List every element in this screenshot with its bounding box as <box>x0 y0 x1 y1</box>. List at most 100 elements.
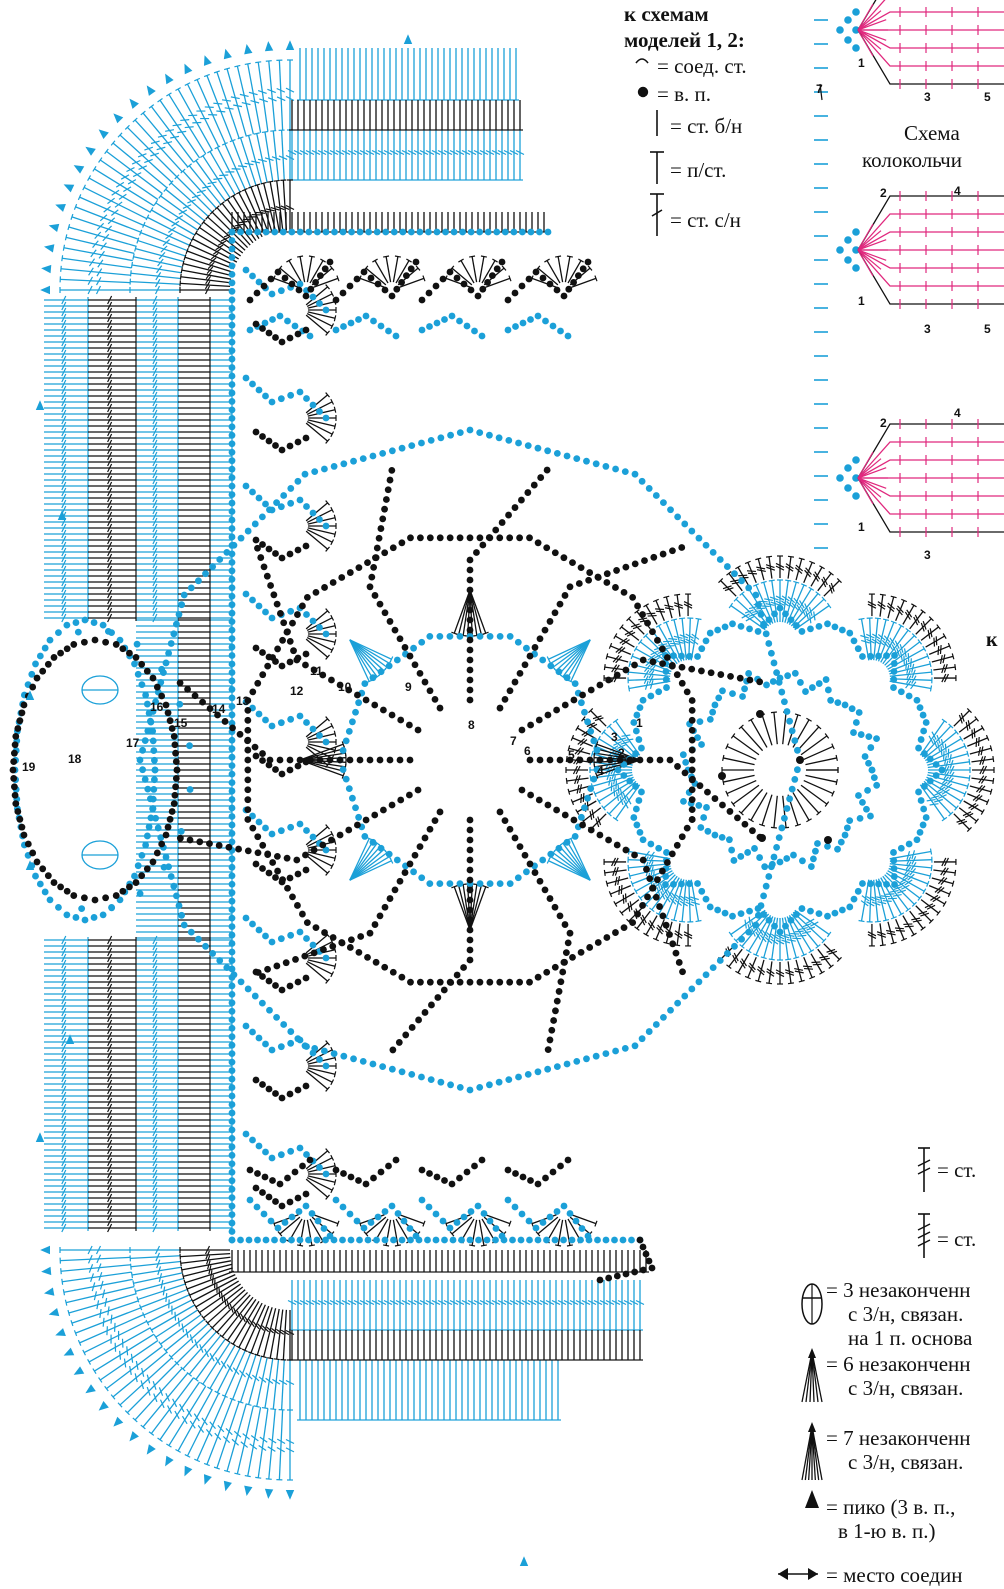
stitch-top <box>254 1406 260 1407</box>
chain-dot <box>229 872 236 879</box>
chain-dot <box>340 1204 347 1211</box>
stitch-top <box>761 957 767 959</box>
chain-dot <box>229 779 236 786</box>
stitch-top <box>68 224 70 230</box>
stitch <box>273 131 278 181</box>
chain-dot <box>269 615 276 622</box>
stitch-bar <box>972 730 973 739</box>
stitch-top <box>931 865 932 871</box>
stitch-bar <box>153 1381 156 1389</box>
stitch-top <box>942 719 947 722</box>
stitch-bar <box>215 1433 221 1440</box>
chain-dot <box>229 1110 236 1117</box>
chain-dot <box>229 711 236 718</box>
chain-dot <box>451 229 458 236</box>
stitch-bar <box>225 108 234 109</box>
chain-dot <box>461 1214 468 1221</box>
stitch-top <box>383 1245 389 1246</box>
stitch-top <box>63 1289 64 1295</box>
stitch-top <box>799 558 805 560</box>
chain-dot <box>533 1225 540 1232</box>
chain-dot <box>229 500 236 507</box>
chain-dot <box>477 880 484 887</box>
stitch-top <box>766 983 772 984</box>
stitch-bar <box>911 658 912 667</box>
chain-dot <box>468 1208 475 1215</box>
chain-dot <box>243 591 250 598</box>
stitch-bar <box>936 636 937 645</box>
chain-dot <box>399 229 406 236</box>
stitch-top <box>224 68 230 70</box>
chain-dot <box>229 864 236 871</box>
chain-dot <box>382 1237 389 1244</box>
stitch-bar <box>930 628 932 637</box>
stitch-top <box>309 1245 315 1246</box>
stitch <box>100 160 158 200</box>
stitch-top <box>225 1339 230 1342</box>
chain-dot <box>385 328 392 335</box>
chain-dot <box>249 381 256 388</box>
chain-dot <box>229 415 236 422</box>
chain-dot <box>391 229 398 236</box>
chain-dot <box>434 320 441 327</box>
chain-dot <box>229 1084 236 1091</box>
chain-dot <box>307 333 314 340</box>
stitch-top <box>334 315 335 321</box>
chain-dot <box>484 1237 491 1244</box>
chain-dot <box>268 1218 275 1225</box>
stitch <box>605 870 627 873</box>
stitch <box>553 853 590 880</box>
stitch-top <box>62 255 63 261</box>
chain-dot <box>310 726 317 733</box>
stitch-bar <box>811 962 820 963</box>
chain-dot <box>229 745 236 752</box>
chain-dot <box>297 929 304 936</box>
chain-dot <box>269 291 276 298</box>
stitch-top <box>931 669 932 675</box>
stitch <box>273 1359 278 1409</box>
chain-dot <box>262 1041 269 1048</box>
stitch-bar <box>630 901 632 910</box>
chain-dot <box>361 833 368 840</box>
chain-dot <box>229 381 236 388</box>
stitch-top <box>334 639 335 645</box>
stitch-bar <box>100 1309 101 1318</box>
stitch <box>169 94 206 154</box>
stitch-top <box>198 225 201 230</box>
chain-dot <box>280 229 287 236</box>
chain-dot <box>249 921 256 928</box>
stitch-bar <box>786 935 795 937</box>
chain-dot <box>348 320 355 327</box>
chain-dot <box>339 1237 346 1244</box>
chain-dot <box>374 229 381 236</box>
chain-dot <box>254 1237 261 1244</box>
chain-dot <box>229 830 236 837</box>
stitch-top <box>591 751 593 757</box>
chain-dot <box>356 1237 363 1244</box>
chain-dot <box>292 323 299 330</box>
chain-dot <box>243 1023 250 1030</box>
chain-dot <box>303 395 310 402</box>
stitch <box>656 919 664 939</box>
chain-dot <box>572 833 579 840</box>
stitch-top <box>132 262 133 268</box>
stitch-top <box>969 759 970 765</box>
stitch-top <box>629 873 630 879</box>
stitch-bar <box>628 903 630 912</box>
stitch-top <box>133 1280 134 1286</box>
chain-dot <box>271 229 278 236</box>
stitch-bar <box>810 614 811 623</box>
chain-dot <box>493 229 500 236</box>
chain-dot <box>310 402 317 409</box>
chain-dot <box>262 1149 269 1156</box>
stitch-bar <box>658 644 667 646</box>
stitch <box>166 189 205 220</box>
stitch-bar <box>210 1422 216 1429</box>
stitch <box>160 1382 200 1440</box>
stitch-bar <box>668 639 677 640</box>
chain-dot <box>229 771 236 778</box>
stitch-top <box>729 603 732 608</box>
chain-dot <box>331 229 338 236</box>
stitch-top <box>891 942 897 944</box>
